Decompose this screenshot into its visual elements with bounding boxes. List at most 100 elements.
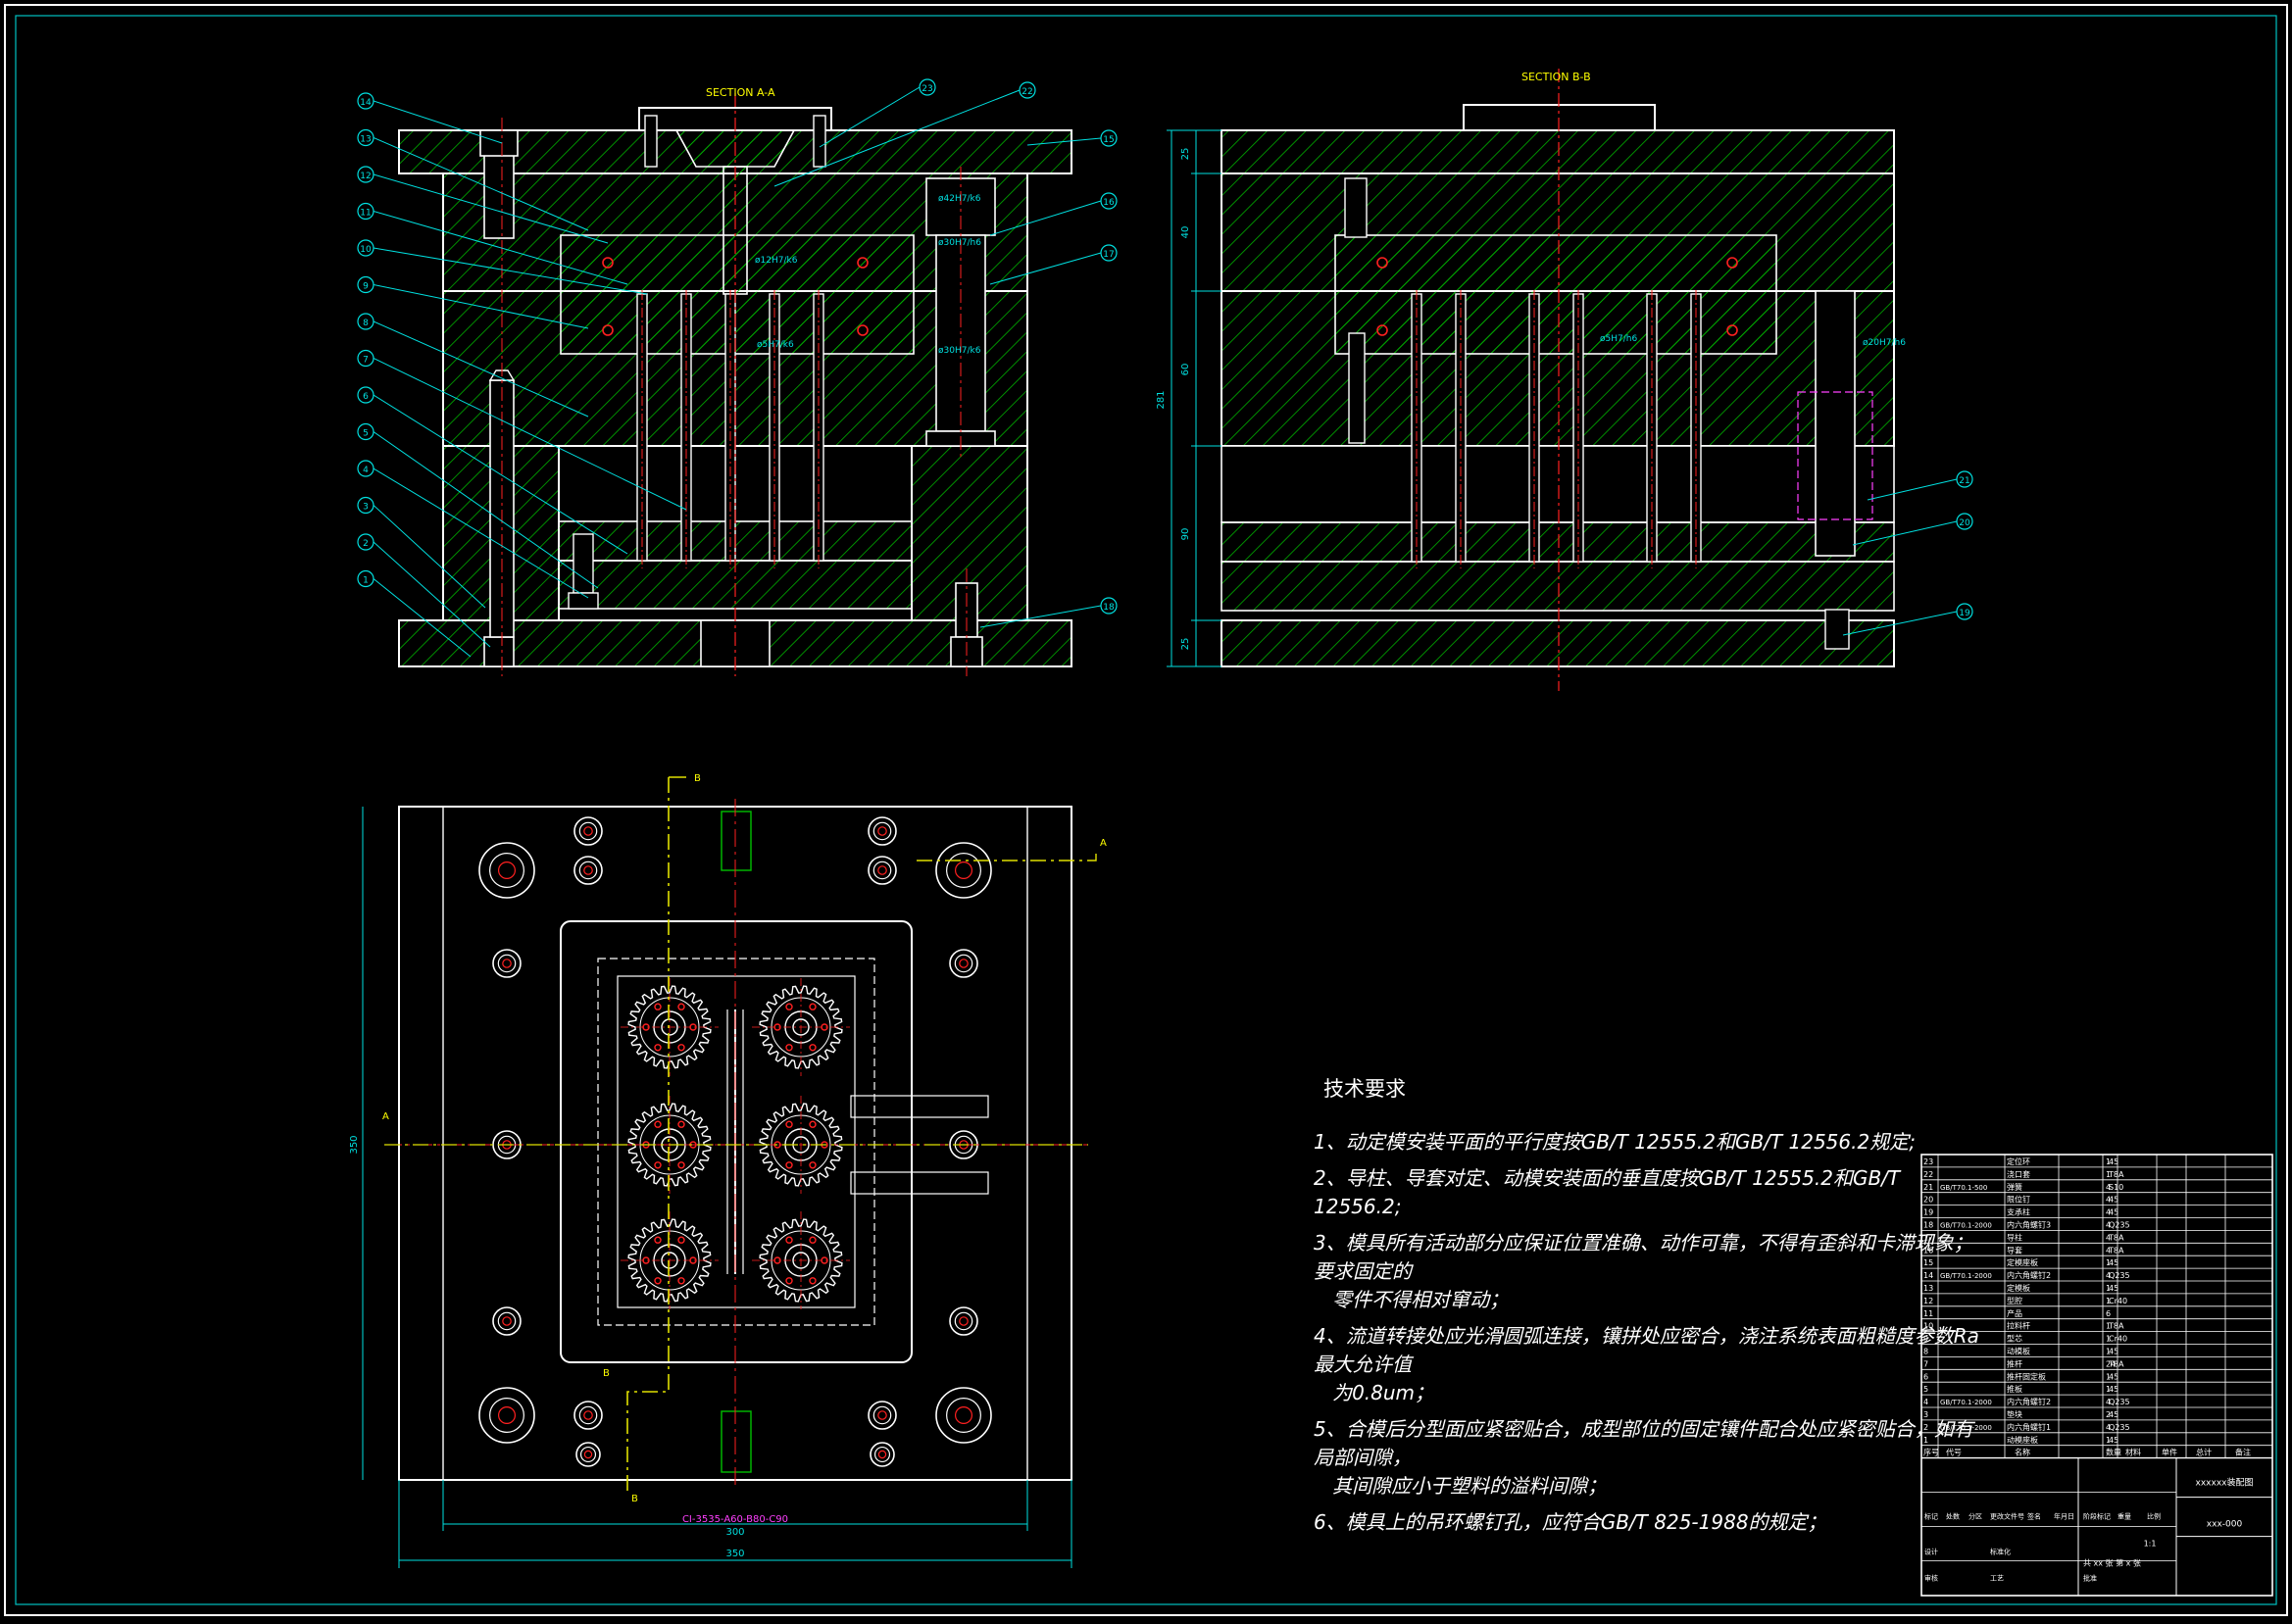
- tech-requirement-item: 4、流道转接处应光滑圆弧连接，镶拼处应密合，浇注系统表面粗糙度参数Ra最大允许值…: [1314, 1324, 1979, 1404]
- balloon-leader: [373, 137, 589, 231]
- sign-label: 分区: [1968, 1512, 1982, 1521]
- tech-requirement-item: 1、动定模安装平面的平行度按GB/T 12555.2和GB/T 12556.2规…: [1314, 1130, 1916, 1154]
- bom-no: 21: [1923, 1183, 1933, 1192]
- balloon-label: 7: [363, 356, 369, 366]
- balloon-12: 12: [357, 166, 609, 244]
- bom-material: T8A: [2108, 1233, 2124, 1242]
- gear-pin-mark: [785, 1120, 793, 1128]
- bom-std: GB/T70.1-2000: [1940, 1424, 1992, 1432]
- balloon-label: 9: [363, 282, 369, 292]
- bom-header: 总计: [2196, 1448, 2212, 1457]
- drawing-name: xxxxxx装配图: [2196, 1477, 2254, 1489]
- balloon-22: 22: [773, 81, 1036, 187]
- gear-pin-mark: [677, 1236, 685, 1244]
- drawing-scale: 1:1: [2144, 1540, 2157, 1549]
- balloon-circle: [357, 202, 374, 221]
- bom-qty: 4: [2106, 1221, 2111, 1230]
- bom-material: Q235: [2109, 1423, 2130, 1432]
- bom-qty: 24: [2106, 1359, 2116, 1368]
- balloon-label: 13: [360, 135, 371, 145]
- bom-qty: 1: [2106, 1385, 2111, 1394]
- sign-label: 重量: [2118, 1513, 2131, 1521]
- bom-name: 动模板: [2007, 1347, 2030, 1356]
- gear-outline: [759, 985, 843, 1069]
- gear-pin-mark: [677, 1120, 685, 1128]
- bom-name: 导柱: [2007, 1232, 2022, 1242]
- bom-name: 内六角螺钉2: [2007, 1270, 2051, 1280]
- dimension-label: 90: [1180, 528, 1191, 541]
- bolt-hole: [573, 816, 603, 846]
- gear-pin-mark: [809, 1044, 817, 1052]
- bom-header: 备注: [2235, 1448, 2251, 1457]
- balloon-label: 2: [363, 539, 369, 549]
- bom-no: 6: [1923, 1372, 1928, 1381]
- section-letter: B: [694, 773, 701, 784]
- section-letter: A: [382, 1111, 389, 1122]
- hole-inner: [578, 1405, 598, 1425]
- bom-qty: 1: [2106, 1322, 2111, 1331]
- gear-part: [752, 1211, 850, 1309]
- gear-outline: [627, 985, 712, 1069]
- bom-name: 型芯: [2007, 1334, 2022, 1344]
- bom-qty: 1: [2106, 1348, 2111, 1356]
- title-block-frame: [1920, 1154, 2273, 1597]
- hole-mark: [583, 865, 593, 875]
- balloon-circle: [357, 422, 374, 441]
- balloon-6: 6: [357, 386, 628, 555]
- bom-no: 20: [1923, 1196, 1933, 1205]
- gear-bore: [661, 1252, 678, 1269]
- gear-pin-mark: [677, 1277, 685, 1285]
- gear-pin-mark: [785, 1003, 793, 1010]
- fit-label: ø30H7/h6: [938, 238, 981, 248]
- hole-mark: [498, 1405, 517, 1424]
- bom-material: 45: [2109, 1436, 2118, 1445]
- gear-pin-mark: [654, 1120, 662, 1128]
- bom-header: 名称: [2015, 1448, 2030, 1457]
- bolt-hole: [478, 1387, 535, 1444]
- section-bb-title: SECTION B-B: [1521, 71, 1591, 83]
- bolt-hole: [949, 949, 978, 978]
- sheet-info: 共 xx 张 第 x 张: [2083, 1558, 2141, 1568]
- bom-material: T8A: [2108, 1322, 2124, 1331]
- section-letter: B: [631, 1494, 638, 1504]
- hole-outer: [949, 949, 978, 978]
- bom-qty: 1: [2106, 1157, 2111, 1166]
- sign-label: 工艺: [1990, 1575, 2004, 1583]
- outer-border: [4, 4, 2288, 1616]
- plan-caption: CI-3535-A60-B80-C90: [682, 1514, 788, 1525]
- balloon-circle: [357, 92, 374, 110]
- balloon-leader: [989, 200, 1102, 236]
- bom-std: GB/T70.1-500: [1940, 1184, 1987, 1192]
- tech-requirement-item: 6、模具上的吊环螺钉孔，应符合GB/T 825-1988的规定；: [1314, 1510, 1827, 1534]
- gear-pin-mark: [654, 1044, 662, 1052]
- bom-material: T8A: [2108, 1359, 2124, 1368]
- bom-no: 22: [1923, 1170, 1933, 1179]
- section-letter: B: [603, 1368, 610, 1379]
- sign-label: 审核: [1924, 1574, 1938, 1583]
- fit-label: ø42H7/k6: [938, 194, 981, 204]
- balloon-leader: [373, 358, 687, 511]
- bom-name: 定模板: [2007, 1283, 2030, 1293]
- balloon-20: 20: [1852, 513, 1973, 546]
- hole-inner: [489, 853, 524, 888]
- bom-no: 18: [1923, 1221, 1933, 1230]
- balloon-5: 5: [357, 422, 599, 589]
- hole-mark: [877, 865, 887, 875]
- bom-qty: 1: [2106, 1170, 2111, 1179]
- bom-qty: 4: [2106, 1271, 2111, 1280]
- drawing-number: xxx-000: [2207, 1520, 2243, 1530]
- sign-label: 阶段标记: [2083, 1512, 2111, 1521]
- sign-label: 签名: [2027, 1512, 2041, 1521]
- bom-name: 推板: [2007, 1384, 2022, 1394]
- bom-name: 内六角螺钉3: [2007, 1220, 2051, 1230]
- balloon-leader: [373, 173, 609, 244]
- bom-name: 拉料杆: [2007, 1321, 2030, 1331]
- balloon-leader: [373, 284, 589, 329]
- bom-material: 45: [2109, 1372, 2118, 1381]
- balloon-label: 20: [1959, 518, 1970, 528]
- bom-qty: 4: [2106, 1423, 2111, 1432]
- bom-name: 推杆固定板: [2007, 1371, 2046, 1381]
- bom-name: 限位钉: [2007, 1195, 2030, 1205]
